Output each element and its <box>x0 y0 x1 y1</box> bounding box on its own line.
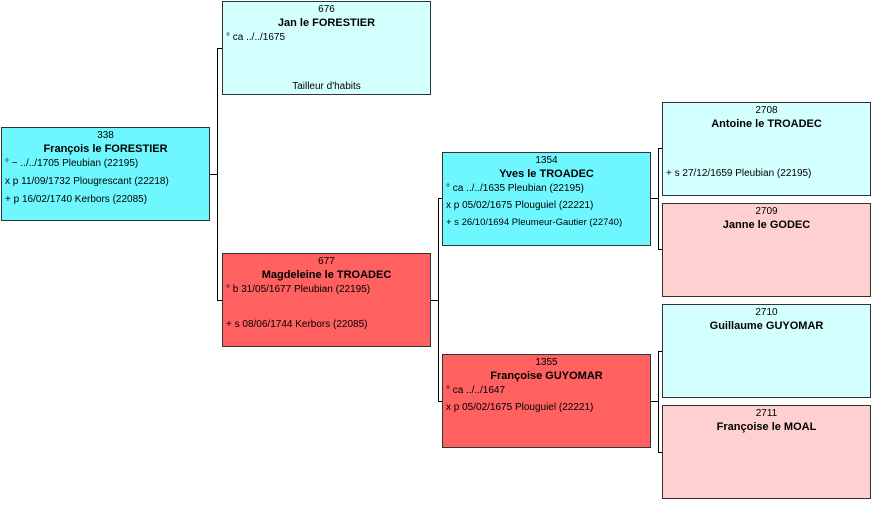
sosa-number: 2711 <box>755 408 778 419</box>
marriage-event: x p 05/02/1675 Plouguiel (22221) <box>446 402 594 413</box>
sosa-number: 338 <box>97 130 114 141</box>
person-card-1354[interactable]: 1354 Yves le TROADEC ° ca ../../1635 Ple… <box>442 152 651 246</box>
birth-event: ° ca ../../1635 Pleubian (22195) <box>446 183 584 194</box>
connector <box>438 198 439 401</box>
person-name: Yves le TROADEC <box>499 168 594 180</box>
marriage-event: x p 11/09/1732 Plougrescant (22218) <box>5 176 169 187</box>
sosa-number: 676 <box>318 4 335 15</box>
connector <box>658 351 663 352</box>
connector <box>650 198 658 199</box>
person-name: Françoise le MOAL <box>716 421 817 433</box>
connector <box>438 198 443 199</box>
connector <box>650 401 658 402</box>
sosa-number: 2710 <box>755 307 778 318</box>
connector <box>658 351 659 452</box>
person-card-2709[interactable]: 2709 Janne le GODEC <box>662 203 871 297</box>
connector <box>217 300 223 301</box>
connector <box>217 48 218 300</box>
birth-event: ° ca ../../1675 <box>226 32 286 43</box>
person-card-2711[interactable]: 2711 Françoise le MOAL <box>662 405 871 499</box>
person-card-338[interactable]: 338 François le FORESTIER ° ~ ../../1705… <box>1 127 210 221</box>
birth-event: ° ~ ../../1705 Pleubian (22195) <box>5 158 139 169</box>
birth-event: ° ca ../../1647 <box>446 385 506 396</box>
death-event: + s 27/12/1659 Pleubian (22195) <box>666 168 812 179</box>
marriage-event: x p 05/02/1675 Plouguiel (22221) <box>446 200 594 211</box>
connector <box>438 401 443 402</box>
connector <box>658 452 663 453</box>
birth-event: ° b 31/05/1677 Pleubian (22195) <box>226 284 371 295</box>
occupation: Tailleur d'habits <box>292 81 361 92</box>
person-card-2710[interactable]: 2710 Guillaume GUYOMAR <box>662 304 871 398</box>
person-name: Janne le GODEC <box>722 219 811 231</box>
person-name: Magdeleine le TROADEC <box>261 269 392 281</box>
connector <box>658 148 663 149</box>
sosa-number: 1354 <box>535 155 558 166</box>
connector <box>430 300 438 301</box>
person-name: Jan le FORESTIER <box>277 17 376 29</box>
connector <box>658 148 659 249</box>
person-name: Françoise GUYOMAR <box>490 370 603 382</box>
person-card-2708[interactable]: 2708 Antoine le TROADEC + s 27/12/1659 P… <box>662 102 871 196</box>
person-name: François le FORESTIER <box>43 143 168 155</box>
connector <box>658 249 663 250</box>
connector <box>217 48 223 49</box>
person-card-1355[interactable]: 1355 Françoise GUYOMAR ° ca ../../1647 x… <box>442 354 651 448</box>
person-name: Guillaume GUYOMAR <box>709 320 824 332</box>
person-card-677[interactable]: 677 Magdeleine le TROADEC ° b 31/05/1677… <box>222 253 431 347</box>
person-card-676[interactable]: 676 Jan le FORESTIER ° ca ../../1675 Tai… <box>222 1 431 95</box>
sosa-number: 1355 <box>535 357 558 368</box>
death-event: + s 08/06/1744 Kerbors (22085) <box>226 319 368 330</box>
sosa-number: 2708 <box>755 105 778 116</box>
connector <box>210 174 217 175</box>
death-event: + p 16/02/1740 Kerbors (22085) <box>5 194 148 205</box>
sosa-number: 677 <box>318 256 335 267</box>
person-name: Antoine le TROADEC <box>711 118 822 130</box>
sosa-number: 2709 <box>755 206 778 217</box>
death-event: + s 26/10/1694 Pleumeur-Gautier (22740) <box>446 217 623 228</box>
